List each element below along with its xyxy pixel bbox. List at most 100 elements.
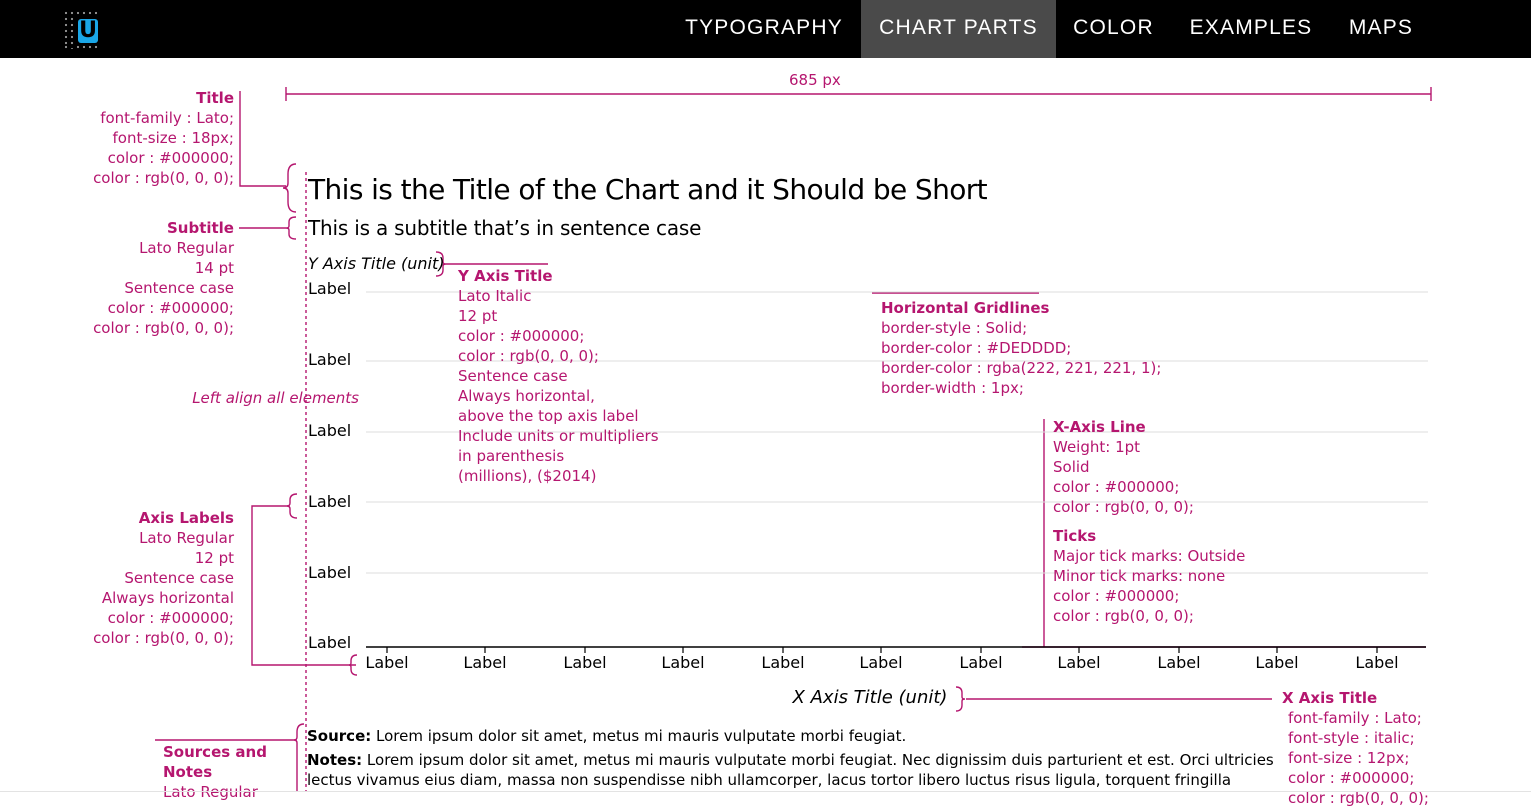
- page-bottom-divider: [0, 791, 1531, 792]
- x-axis-label: Label: [661, 653, 705, 672]
- gridlines-annotation-line: border-color : rgba(222, 221, 221, 1);: [881, 359, 1162, 377]
- axis-labels-x-brace: [348, 654, 358, 676]
- y-axis-title-annotation-line: Sentence case: [458, 367, 568, 385]
- axis-labels-annotation-line: Sentence case: [124, 569, 234, 587]
- x-axis-label: Label: [1255, 653, 1299, 672]
- subtitle-annotation-line: Sentence case: [124, 279, 234, 297]
- title-leader-line: [239, 91, 286, 187]
- top-nav-bar: U TYPOGRAPHY CHART PARTS COLOR EXAMPLES …: [0, 0, 1531, 58]
- x-axis-title-annotation-heading: X Axis Title: [1282, 689, 1378, 707]
- y-axis-title-annotation-line: in parenthesis: [458, 447, 565, 465]
- x-axis-line-annotation-line: color : rgb(0, 0, 0);: [1053, 498, 1194, 516]
- subtitle-annotation-heading: Subtitle: [166, 219, 234, 237]
- ticks-annotation-line: color : rgb(0, 0, 0);: [1053, 607, 1194, 625]
- y-axis-label: Label: [308, 421, 352, 440]
- horizontal-gridlines: [366, 291, 1428, 574]
- sources-annotation-heading: Sources and: [163, 743, 267, 761]
- subtitle-annotation-line: color : rgb(0, 0, 0);: [93, 319, 234, 337]
- axis-labels-annotation-line: Always horizontal: [101, 589, 234, 607]
- y-axis-label: Label: [308, 563, 352, 582]
- x-axis-title-brace: [955, 686, 966, 712]
- title-annotation-line: color : #000000;: [107, 149, 234, 167]
- source-text: Lorem ipsum dolor sit amet, metus mi mau…: [376, 727, 907, 745]
- x-axis-line-annotation-heading: X-Axis Line: [1053, 418, 1146, 436]
- x-axis-title-annotation-line: font-size : 12px;: [1288, 749, 1410, 767]
- x-axis-line-annotation-line: Weight: 1pt: [1053, 438, 1141, 456]
- y-axis-title-annotation: Y Axis Title Lato Italic 12 pt color : #…: [458, 266, 659, 486]
- notes-text-2: lectus vivamus eius diam, massa non susp…: [307, 771, 1232, 789]
- logo-dot-grid-icon: [64, 11, 98, 50]
- x-axis-title-annotation-line: font-family : Lato;: [1288, 709, 1422, 727]
- x-axis-label: Label: [365, 653, 409, 672]
- x-axis-title-annotation-line: font-style : italic;: [1288, 729, 1415, 747]
- y-axis-title-annotation-line: (millions), ($2014): [458, 467, 597, 485]
- nav-item-chart-parts[interactable]: CHART PARTS: [861, 0, 1056, 58]
- logo-letter: U: [79, 18, 97, 43]
- title-brace: [282, 163, 297, 213]
- y-axis-title-annotation-line: 12 pt: [458, 307, 498, 325]
- gridlines-annotation: Horizontal Gridlines border-style : Soli…: [881, 298, 1161, 398]
- sources-annotation: Sources and Notes Lato Regular: [163, 742, 267, 802]
- nav-item-typography[interactable]: TYPOGRAPHY: [685, 16, 843, 39]
- y-axis-title-annotation-line: Include units or multipliers: [458, 427, 659, 445]
- notes-line-1: Notes: Lorem ipsum dolor sit amet, metus…: [307, 750, 1274, 770]
- x-axis-line-annotation: X-Axis Line Weight: 1pt Solid color : #0…: [1053, 417, 1194, 517]
- chart-notes: Notes: Lorem ipsum dolor sit amet, metus…: [307, 750, 1274, 790]
- x-axis-label: Label: [1355, 653, 1399, 672]
- nav-item-maps[interactable]: MAPS: [1348, 16, 1414, 39]
- subtitle-annotation-line: color : #000000;: [107, 299, 234, 317]
- chart-parts-diagram-lines: [0, 87, 1531, 797]
- gridlines-annotation-heading: Horizontal Gridlines: [881, 299, 1050, 317]
- axis-labels-annotation-heading: Axis Labels: [138, 509, 234, 527]
- nav-item-color[interactable]: COLOR: [1073, 16, 1154, 39]
- axis-labels-annotation-line: color : rgb(0, 0, 0);: [93, 629, 234, 647]
- site-logo[interactable]: U: [64, 11, 100, 50]
- x-axis-label: Label: [1157, 653, 1201, 672]
- x-axis-title: X Axis Title (unit): [792, 687, 948, 708]
- chart-title: This is the Title of the Chart and it Sh…: [308, 173, 988, 206]
- y-axis-label: Label: [308, 633, 352, 652]
- y-axis-title-annotation-line: color : #000000;: [458, 327, 585, 345]
- x-axis-ticks: [386, 647, 1378, 653]
- notes-label: Notes:: [307, 751, 363, 769]
- x-axis-label: Label: [859, 653, 903, 672]
- x-axis-label: Label: [563, 653, 607, 672]
- axis-labels-y-brace: [286, 493, 298, 519]
- y-axis-label: Label: [308, 279, 352, 298]
- axis-labels-annotation-line: color : #000000;: [107, 609, 234, 627]
- x-axis-label: Label: [959, 653, 1003, 672]
- y-axis-title-annotation-heading: Y Axis Title: [458, 267, 553, 285]
- ticks-annotation-heading: Ticks: [1053, 527, 1097, 545]
- title-annotation: Title font-family : Lato; font-size : 18…: [93, 88, 234, 188]
- y-axis-title-annotation-line: Lato Italic: [458, 287, 532, 305]
- axis-labels-annotation-line: 12 pt: [194, 549, 234, 567]
- subtitle-annotation: Subtitle Lato Regular 14 pt Sentence cas…: [93, 218, 234, 338]
- axis-labels-leader: [251, 505, 356, 666]
- chart-subtitle: This is a subtitle that’s in sentence ca…: [308, 216, 702, 240]
- source-label: Source:: [307, 727, 372, 745]
- ticks-annotation: Ticks Major tick marks: Outside Minor ti…: [1053, 526, 1245, 626]
- width-measure-label: 685 px: [789, 71, 841, 89]
- title-annotation-line: font-size : 18px;: [112, 129, 234, 147]
- title-annotation-heading: Title: [196, 89, 234, 107]
- sources-annotation-heading: Notes: [163, 763, 213, 781]
- sources-annotation-line: Lato Regular: [163, 783, 258, 801]
- ticks-annotation-line: Minor tick marks: none: [1053, 567, 1226, 585]
- subtitle-annotation-line: Lato Regular: [139, 239, 234, 257]
- nav-item-examples[interactable]: EXAMPLES: [1189, 16, 1313, 39]
- title-annotation-line: color : rgb(0, 0, 0);: [93, 169, 234, 187]
- ticks-annotation-line: color : #000000;: [1053, 587, 1180, 605]
- y-axis-title-annotation-line: Always horizontal,: [458, 387, 595, 405]
- notes-text-1: Lorem ipsum dolor sit amet, metus mi mau…: [366, 751, 1274, 769]
- y-axis-label: Label: [308, 350, 352, 369]
- gridlines-annotation-line: border-style : Solid;: [881, 319, 1028, 337]
- gridlines-annotation-line: border-color : #DEDDDD;: [881, 339, 1072, 357]
- axis-labels-annotation-line: Lato Regular: [139, 529, 234, 547]
- y-axis-title: Y Axis Title (unit): [308, 254, 445, 273]
- x-axis-label: Label: [463, 653, 507, 672]
- ticks-annotation-line: Major tick marks: Outside: [1053, 547, 1246, 565]
- subtitle-annotation-line: 14 pt: [194, 259, 234, 277]
- y-axis-title-annotation-line: above the top axis label: [458, 407, 639, 425]
- x-axis-label: Label: [761, 653, 805, 672]
- y-axis-label: Label: [308, 492, 352, 511]
